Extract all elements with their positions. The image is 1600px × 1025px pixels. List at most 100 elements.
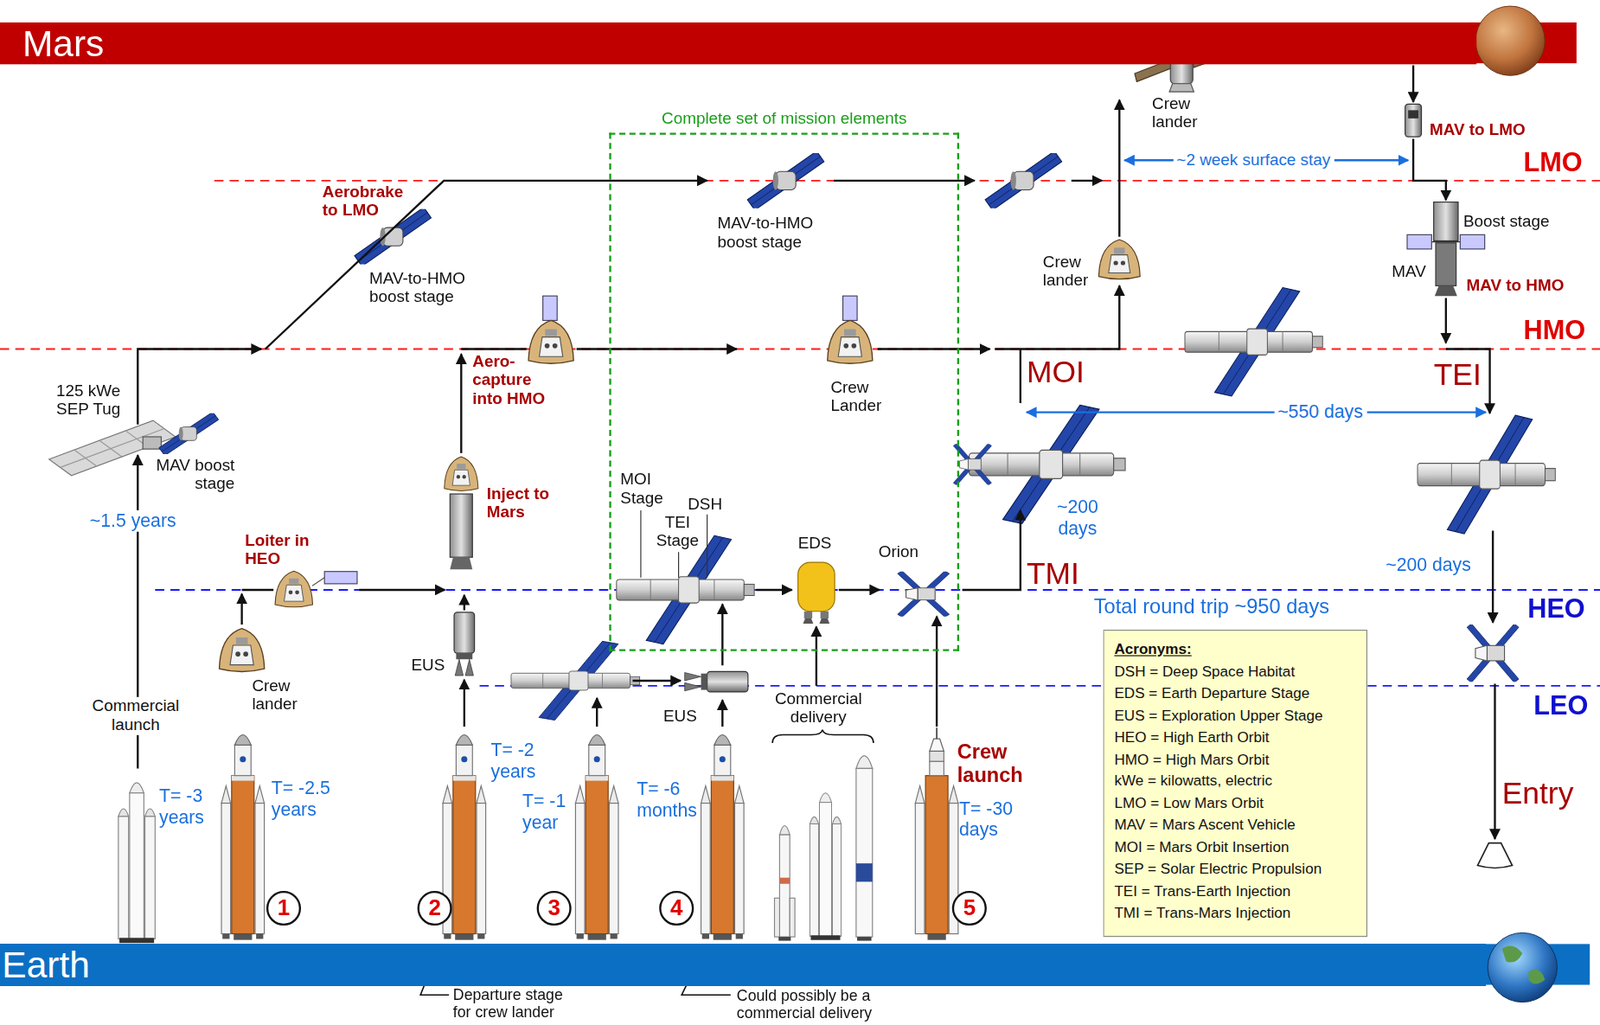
flow-arrow <box>994 285 1120 349</box>
earth-planet <box>1487 932 1557 1002</box>
callout-circle: 5 <box>952 890 987 926</box>
part-label: Crew lander <box>1152 95 1214 133</box>
flow-arrow <box>1445 298 1447 344</box>
maneuver-label: Aero- capture into HMO <box>472 352 558 409</box>
launch-time: T= -2.5 years <box>271 777 340 820</box>
duration-label: ~2 week surface stay <box>1173 151 1334 171</box>
mav-window <box>1408 109 1419 118</box>
callout-number: 2 <box>428 896 441 920</box>
commercial-rocket <box>774 825 796 941</box>
flow-arrow <box>755 588 792 591</box>
flow-arrow <box>633 679 681 682</box>
part-label: MAV-to-HMO boost stage <box>369 268 497 307</box>
tug-body <box>142 436 161 449</box>
part-label: EDS <box>798 533 832 553</box>
acronym-entry: EUS = Exploration Upper Stage <box>1113 704 1323 727</box>
mav-boost-stage <box>985 151 1063 211</box>
earth-land <box>1528 969 1545 984</box>
duration-label: ~200 days <box>1049 497 1107 540</box>
part-label: Crew lander <box>1043 253 1095 291</box>
flow-arrow <box>838 588 880 591</box>
planet-band: Earth <box>0 943 1486 986</box>
probe <box>324 571 358 584</box>
probe-strut <box>312 577 325 586</box>
eus-horizontal <box>684 671 749 692</box>
launch-vehicles <box>118 727 959 943</box>
acronym-table: Acronyms:DSH = Deep Space HabitatEDS = E… <box>1102 629 1368 937</box>
callout-circle: 3 <box>537 890 572 926</box>
flow-arrow <box>721 699 724 727</box>
launch-time: T= -1 year <box>522 790 576 833</box>
part-label: Crew lander <box>251 676 314 714</box>
flow-arrow <box>877 347 991 350</box>
part-label: Commercial delivery <box>767 690 870 728</box>
callout-number: 5 <box>963 896 976 920</box>
acronym-entry: MOI = Mars Orbit Insertion <box>1113 836 1289 858</box>
flow-arrow <box>137 349 262 425</box>
heo-line <box>154 588 1600 591</box>
flow-arrow <box>1118 100 1120 237</box>
eus-stage <box>454 612 475 676</box>
loiter-lander <box>275 570 358 608</box>
flow-arrow <box>463 595 466 611</box>
habitat-stack <box>511 640 640 720</box>
flow-arrow <box>1071 179 1102 182</box>
maneuver-label: TEI <box>1433 357 1482 393</box>
duration-label: Total round trip ~950 days <box>1094 595 1330 619</box>
acronym-entry: MAV = Mars Ascent Vehicle <box>1113 814 1295 837</box>
crew-lander <box>444 456 479 491</box>
maneuver-label: MOI <box>1026 355 1085 391</box>
flow-line <box>460 347 527 350</box>
nozzle <box>1434 285 1458 296</box>
tick <box>706 514 708 578</box>
leo-line <box>480 684 1600 687</box>
commercial-rocket <box>809 793 841 941</box>
orion-capsule <box>1466 623 1519 683</box>
orbit-label: LEO <box>1533 691 1588 722</box>
mav-top <box>1405 103 1422 137</box>
tick <box>678 551 679 577</box>
flow-arrow <box>463 679 466 727</box>
entry-capsule <box>1477 843 1512 869</box>
duration-label: ~1.5 years <box>86 510 180 532</box>
crew-lander <box>827 320 873 364</box>
transit-stack <box>1184 288 1323 397</box>
acronym-entry: kWe = kilowatts, electric <box>1113 770 1273 793</box>
acronym-entry: HMO = High Mars Orbit <box>1113 748 1269 770</box>
probe <box>543 295 558 320</box>
mav-body <box>1405 103 1422 137</box>
note-label: Departure stage for crew lander <box>453 985 576 1022</box>
crew-lander <box>528 320 574 364</box>
flow-arrow <box>576 347 737 350</box>
stage-ticks <box>640 510 708 578</box>
array-grid <box>74 449 97 467</box>
part-label: MOI Stage <box>620 470 670 508</box>
flow-arrows <box>137 65 1495 839</box>
planet-name: Mars <box>22 25 104 62</box>
part-label: Commercial launch <box>81 697 190 735</box>
acronym-entry: TMI = Trans-Mars Injection <box>1113 902 1291 924</box>
part-label: DSH <box>687 494 723 514</box>
duration-label: ~550 days <box>1274 401 1367 423</box>
planet-band-ends <box>1469 6 1590 1003</box>
eus-stage <box>684 671 749 692</box>
sls-rocket <box>701 734 745 940</box>
part-label: 125 kWe SEP Tug <box>40 381 121 419</box>
orbit-label: LMO <box>1523 147 1583 179</box>
inject-stack <box>444 456 479 570</box>
panel <box>1407 234 1432 250</box>
transit-stack <box>969 404 1127 524</box>
orion-capsule <box>897 570 950 618</box>
hmo-lander <box>528 295 574 364</box>
part-label: MAV <box>1391 262 1427 282</box>
maneuver-label: Crew launch <box>957 739 1039 787</box>
part-label: Orion <box>878 543 919 563</box>
planet-band: Mars <box>0 22 1477 64</box>
part-label: MAV boost stage <box>132 455 235 493</box>
acronym-entry: LMO = Low Mars Orbit <box>1113 792 1264 814</box>
habitat-stack <box>616 535 755 644</box>
mav-boost-stage <box>159 411 219 456</box>
part-label: MAV-to-HMO boost stage <box>716 214 845 252</box>
orbit-lines <box>0 180 1600 686</box>
